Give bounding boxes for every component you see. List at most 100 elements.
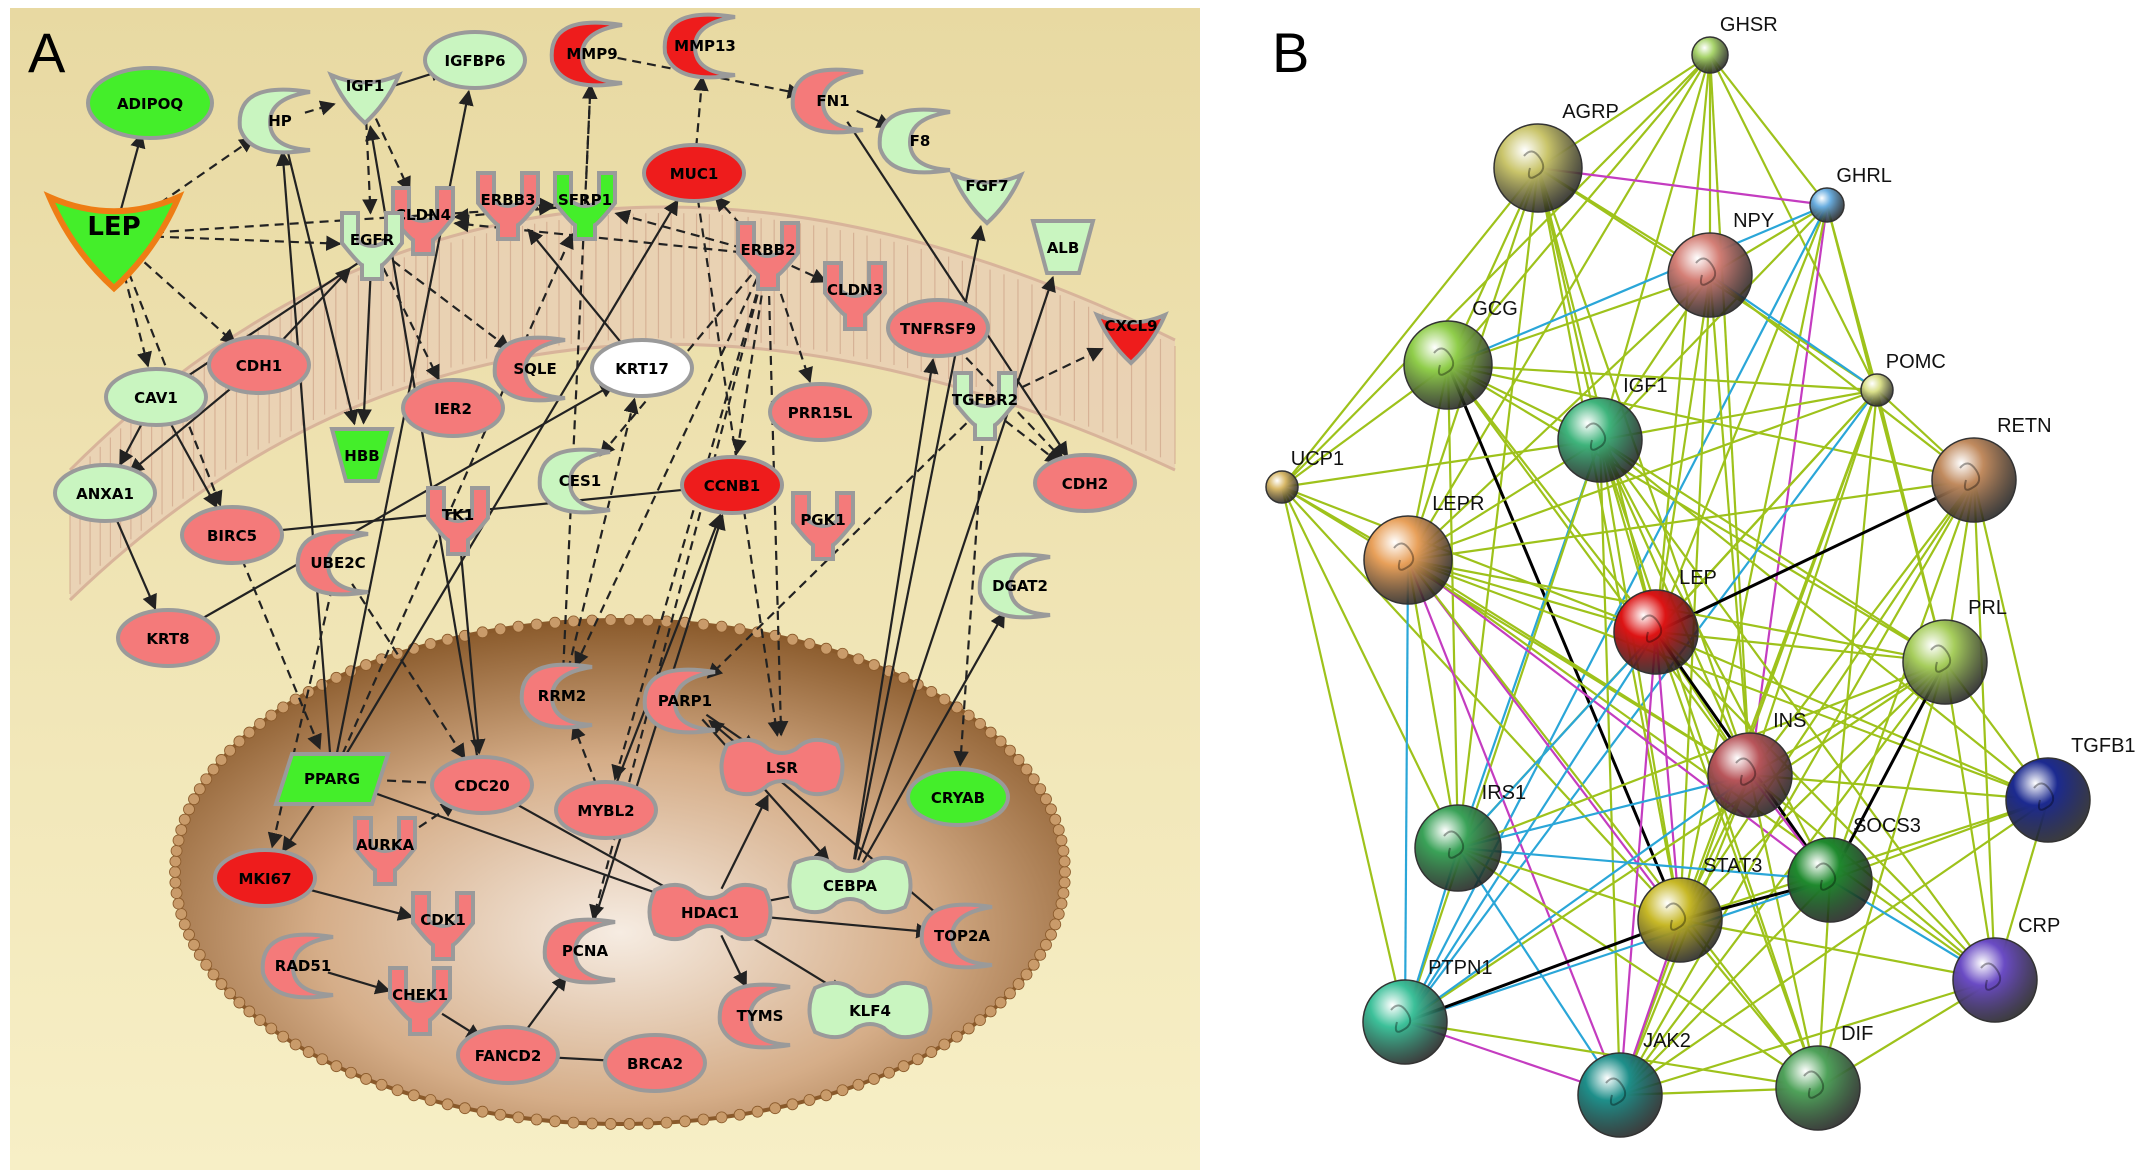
node-anxa1[interactable]: ANXA1 (53, 463, 157, 523)
node-cav1[interactable]: CAV1 (104, 367, 208, 427)
node-ube2c[interactable]: UBE2C (295, 529, 369, 597)
node-mybl2[interactable]: MYBL2 (554, 780, 658, 840)
protein-label: UCP1 (1291, 448, 1344, 470)
node-ces1[interactable]: CES1 (537, 447, 611, 515)
node-pcna[interactable]: PCNA (542, 917, 616, 985)
protein-node-npy[interactable]: NPY (1667, 210, 1774, 318)
node-hbb[interactable]: HBB (329, 427, 395, 483)
node-adipoq[interactable]: ADIPOQ (86, 66, 214, 140)
node-tgfbr2[interactable]: TGFBR2 (952, 371, 1018, 441)
node-igf1[interactable]: IGF1 (327, 71, 403, 126)
edge-LEP-EGFR (139, 234, 342, 251)
node-egfr[interactable]: EGFR (340, 211, 404, 281)
node-hdac1[interactable]: HDAC1 (647, 882, 773, 942)
node-tk1[interactable]: TK1 (426, 486, 490, 556)
node-tyms[interactable]: TYMS (717, 982, 791, 1050)
node-birc5[interactable]: BIRC5 (180, 505, 284, 565)
node-label: CLDN3 (827, 281, 883, 299)
node-lsr[interactable]: LSR (719, 737, 845, 797)
node-parp1[interactable]: PARP1 (642, 667, 716, 735)
node-dgat2[interactable]: DGAT2 (977, 552, 1051, 620)
node-fancd2[interactable]: FANCD2 (456, 1025, 560, 1085)
node-sqle[interactable]: SQLE (492, 335, 566, 403)
protein-node-tgfb1[interactable]: TGFB1 (2005, 735, 2136, 843)
node-cldn3[interactable]: CLDN3 (823, 261, 887, 331)
node-muc1[interactable]: MUC1 (642, 143, 746, 203)
edge-LEP-IRS1 (1457, 631, 1657, 849)
node-rrm2[interactable]: RRM2 (519, 662, 593, 730)
node-aurka[interactable]: AURKA (353, 816, 417, 886)
protein-node-ghsr[interactable]: GHSR (1691, 14, 1778, 74)
node-cdc20[interactable]: CDC20 (430, 755, 534, 815)
protein-node-prl[interactable]: PRL (1902, 597, 2007, 705)
protein-node-dif[interactable]: DIF (1775, 1023, 1873, 1131)
protein-label: AGRP (1562, 101, 1619, 123)
edge-AGRP-STAT3 (1536, 167, 1682, 921)
edge-SOCS3-JAK2 (1619, 879, 1831, 1096)
node-cdk1[interactable]: CDK1 (411, 891, 475, 961)
node-alb[interactable]: ALB (1030, 219, 1096, 275)
protein-node-agrp[interactable]: AGRP (1493, 101, 1619, 213)
protein-node-stat3[interactable]: STAT3 (1637, 855, 1762, 963)
node-tnfrsf9[interactable]: TNFRSF9 (886, 298, 990, 358)
node-pparg[interactable]: PPARG (273, 752, 391, 806)
node-erbb3[interactable]: ERBB3 (476, 171, 540, 241)
protein-node-ghrl[interactable]: GHRL (1809, 165, 1892, 223)
protein-node-crp[interactable]: CRP (1952, 915, 2060, 1023)
protein-node-ucp1[interactable]: UCP1 (1265, 448, 1344, 504)
protein-label: STAT3 (1703, 855, 1762, 877)
node-cldn4[interactable]: CLDN4 (391, 186, 455, 256)
protein-node-jak2[interactable]: JAK2 (1577, 1030, 1691, 1138)
protein-node-lep[interactable]: LEP (1613, 567, 1717, 675)
node-chek1[interactable]: CHEK1 (388, 966, 452, 1036)
node-klf4[interactable]: KLF4 (807, 980, 933, 1040)
node-label: EGFR (350, 231, 395, 249)
edge-NPY-RETN (1709, 274, 1975, 481)
node-hp[interactable]: HP (237, 87, 311, 155)
node-prr15l[interactable]: PRR15L (768, 382, 872, 442)
protein-node-irs1[interactable]: IRS1 (1414, 782, 1526, 892)
edge-ERBB2-PCNA (589, 279, 763, 921)
node-igfbp6[interactable]: IGFBP6 (423, 30, 527, 90)
protein-node-lepr[interactable]: LEPR (1363, 493, 1484, 605)
node-fgf7[interactable]: FGF7 (949, 171, 1025, 226)
edge-HDAC1-TYMS (720, 934, 748, 988)
node-mmp9[interactable]: MMP9 (549, 20, 623, 88)
node-krt8[interactable]: KRT8 (116, 608, 220, 668)
protein-node-socs3[interactable]: SOCS3 (1787, 815, 1921, 923)
node-ier2[interactable]: IER2 (401, 378, 505, 438)
protein-node-igf1[interactable]: IGF1 (1557, 375, 1668, 483)
node-cdh1[interactable]: CDH1 (207, 335, 311, 395)
protein-label: CRP (2018, 915, 2060, 937)
protein-node-retn[interactable]: RETN (1931, 415, 2052, 523)
protein-node-pomc[interactable]: POMC (1860, 351, 1946, 407)
node-rad51[interactable]: RAD51 (260, 932, 334, 1000)
protein-node-ptpn1[interactable]: PTPN1 (1362, 957, 1493, 1065)
edge-PPARG-MUC1 (344, 199, 679, 757)
node-krt17[interactable]: KRT17 (590, 338, 694, 398)
node-brca2[interactable]: BRCA2 (603, 1033, 707, 1093)
node-cebpa[interactable]: CEBPA (787, 855, 913, 915)
edge-FN1-CDH2 (846, 121, 1069, 458)
protein-label: DIF (1841, 1023, 1873, 1045)
node-cdh2[interactable]: CDH2 (1033, 453, 1137, 513)
node-pgk1[interactable]: PGK1 (791, 491, 855, 561)
edge-POMC-SOCS3 (1828, 389, 1879, 881)
node-lep[interactable]: LEP (43, 191, 185, 293)
node-f8[interactable]: F8 (877, 107, 951, 175)
node-ccnb1[interactable]: CCNB1 (680, 455, 784, 515)
node-cxcl9[interactable]: CXCL9 (1093, 311, 1169, 366)
node-mki67[interactable]: MKI67 (213, 848, 317, 908)
node-fn1[interactable]: FN1 (790, 67, 864, 135)
protein-node-gcg[interactable]: GCG (1403, 298, 1518, 410)
node-top2a[interactable]: TOP2A (919, 902, 993, 970)
node-mmp13[interactable]: MMP13 (662, 12, 736, 80)
protein-node-ins[interactable]: INS (1707, 710, 1806, 818)
node-erbb2[interactable]: ERBB2 (736, 221, 800, 291)
protein-label: RETN (1997, 415, 2051, 437)
node-sfrp1[interactable]: SFRP1 (553, 171, 617, 241)
node-cryab[interactable]: CRYAB (906, 767, 1010, 827)
edge-AGRP-GHRL (1537, 166, 1828, 207)
